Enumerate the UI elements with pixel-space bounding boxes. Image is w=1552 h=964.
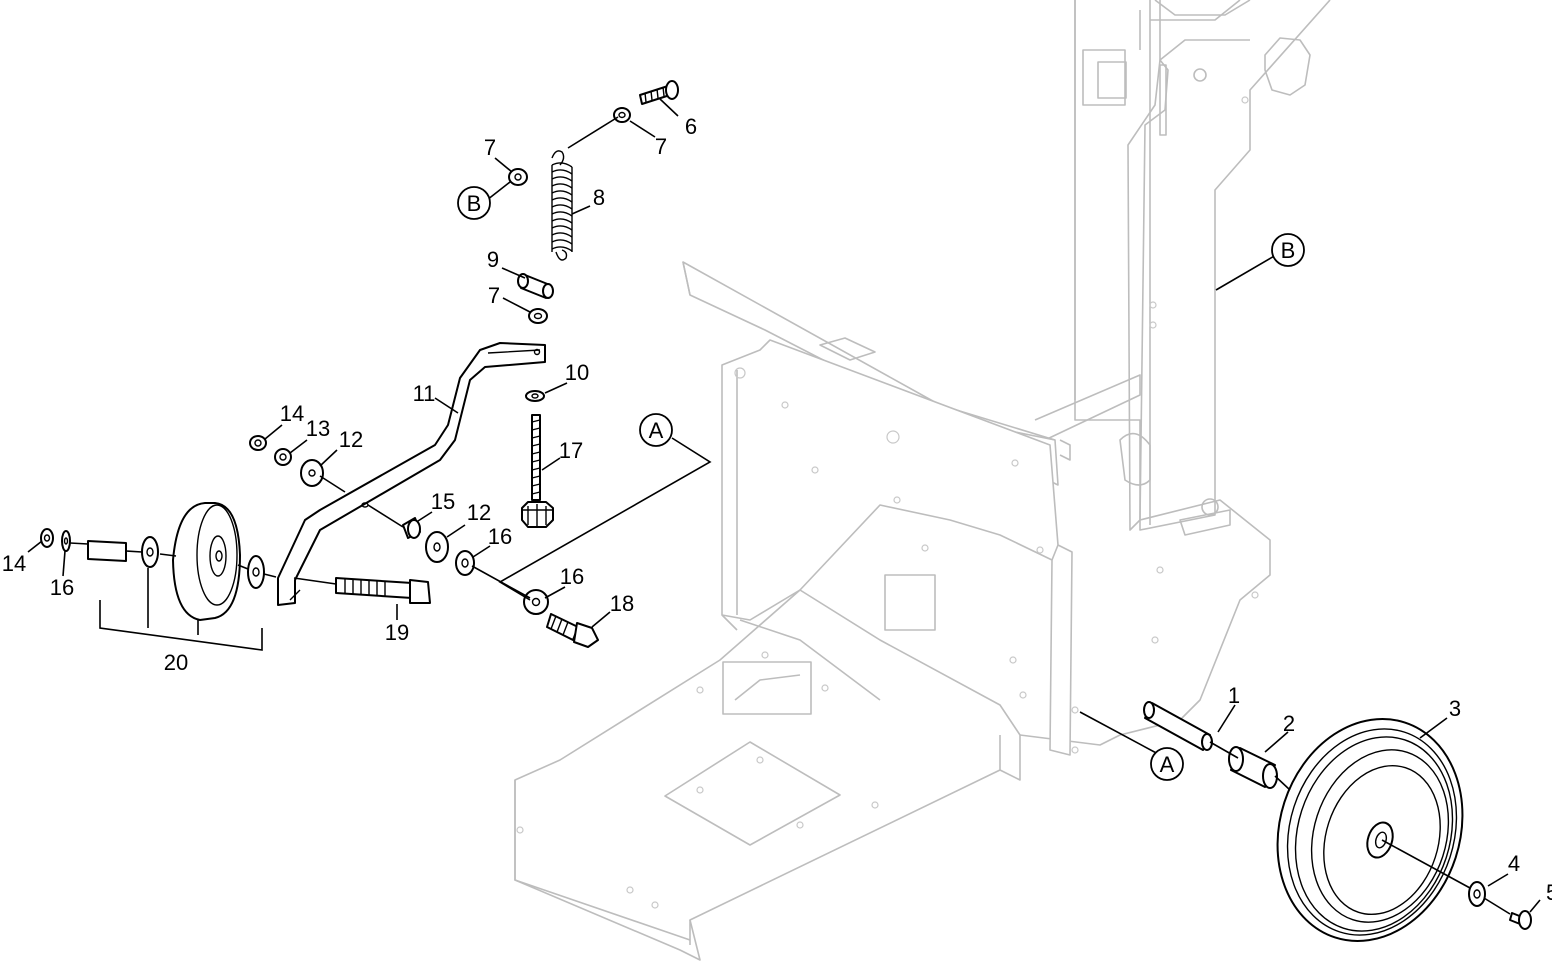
label-17: 17 xyxy=(559,438,583,463)
bolt-19 xyxy=(335,577,431,604)
label-7-top-left: 7 xyxy=(484,135,496,160)
screw-6 xyxy=(639,80,679,105)
svg-text:A: A xyxy=(1160,752,1175,777)
reference-marker-A-left: A xyxy=(639,413,673,447)
reference-marker-B-left: B xyxy=(457,186,491,220)
screw-5 xyxy=(1509,910,1532,930)
label-8: 8 xyxy=(593,185,605,210)
svg-text:B: B xyxy=(467,191,482,216)
label-20: 20 xyxy=(164,650,188,675)
small-parts-12-16 xyxy=(40,435,549,615)
label-6: 6 xyxy=(685,114,697,139)
svg-text:B: B xyxy=(1281,238,1296,263)
label-4: 4 xyxy=(1508,851,1520,876)
machine-frame-ghost xyxy=(514,0,1331,961)
label-16-left: 16 xyxy=(50,575,74,600)
label-12-upper: 12 xyxy=(339,427,363,452)
washer-10 xyxy=(525,390,545,402)
label-14-left: 14 xyxy=(2,551,26,576)
label-13: 13 xyxy=(306,416,330,441)
label-19: 19 xyxy=(385,620,409,645)
arm-11 xyxy=(277,342,546,606)
label-15: 15 xyxy=(431,489,455,514)
wheel-3 xyxy=(1276,717,1464,943)
label-14-upper: 14 xyxy=(280,401,304,426)
reference-marker-B-right: B xyxy=(1271,233,1305,267)
bushing-9 xyxy=(517,273,554,299)
label-11: 11 xyxy=(413,381,436,406)
label-12-lower: 12 xyxy=(467,500,491,525)
spacer-2 xyxy=(1228,746,1278,789)
label-18: 18 xyxy=(610,591,634,616)
axle-1 xyxy=(1143,701,1213,751)
svg-text:A: A xyxy=(649,418,664,443)
label-2: 2 xyxy=(1283,711,1295,736)
label-1: 1 xyxy=(1228,683,1240,708)
part-labels: 1 2 3 4 5 6 7 7 7 8 9 10 11 12 12 13 14 … xyxy=(2,114,1552,905)
label-7-top-right: 7 xyxy=(655,134,667,159)
bolt-18 xyxy=(546,613,599,648)
leader-lines xyxy=(27,98,1541,915)
washer-4 xyxy=(1468,881,1486,907)
label-3: 3 xyxy=(1449,696,1461,721)
label-16-middle: 16 xyxy=(488,524,512,549)
label-5: 5 xyxy=(1546,880,1552,905)
wheel-20 xyxy=(87,502,265,621)
spring-8 xyxy=(551,150,573,261)
label-9: 9 xyxy=(487,247,499,272)
reference-marker-A-right: A xyxy=(1150,747,1184,781)
label-10: 10 xyxy=(565,360,589,385)
bolt-17 xyxy=(521,414,554,528)
washers-7 xyxy=(508,107,631,324)
label-16-lower: 16 xyxy=(560,564,584,589)
label-7-middle: 7 xyxy=(488,283,500,308)
